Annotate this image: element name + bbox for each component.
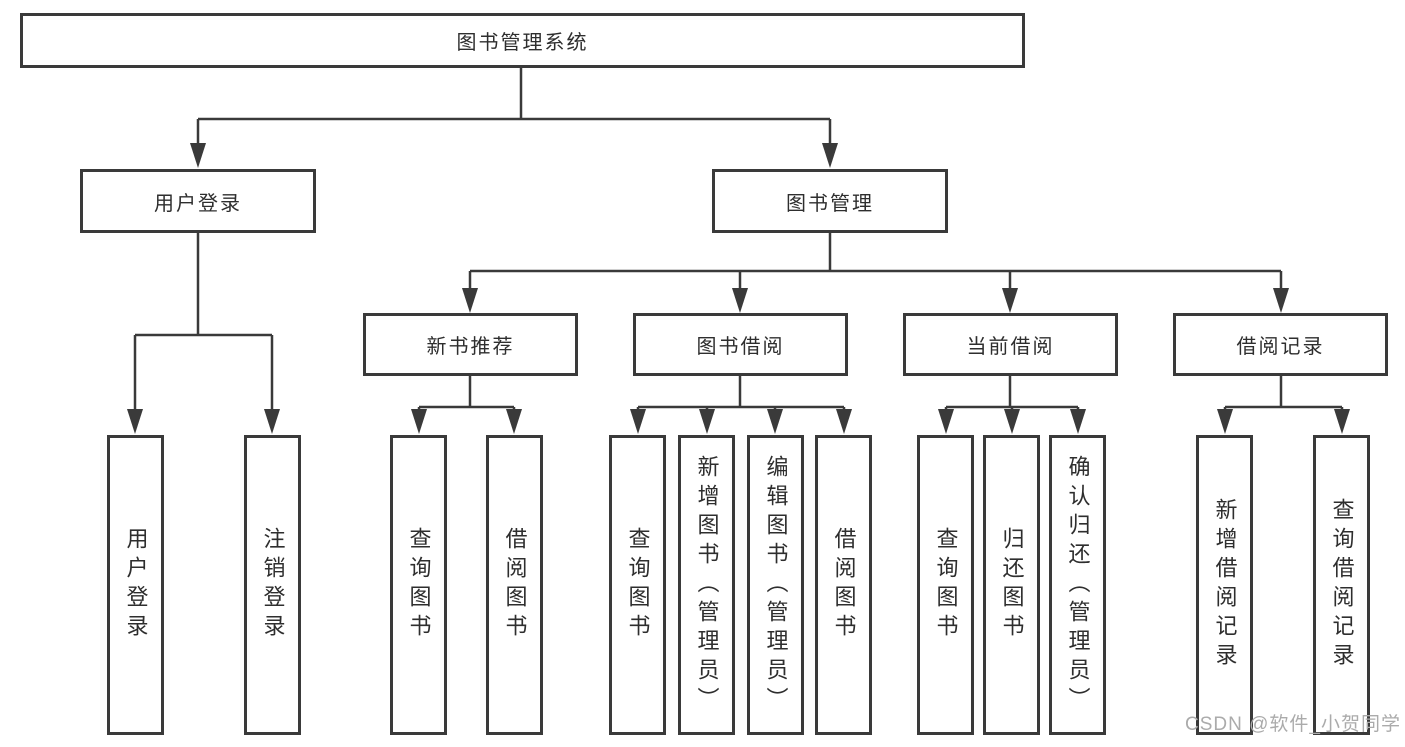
node-new-book-recommend: 新书推荐 xyxy=(363,313,578,376)
node-borrow-records: 借阅记录 xyxy=(1173,313,1388,376)
leaf-query-books-borrow: 查询图书 xyxy=(609,435,666,735)
leaf-label: 新增图书（管理员） xyxy=(694,454,720,716)
csdn-watermark: CSDN @软件_小贺同学 xyxy=(1185,714,1401,735)
node-label: 图书管理 xyxy=(786,192,874,215)
leaf-label: 用户登录 xyxy=(123,527,149,643)
leaf-borrow-books: 借阅图书 xyxy=(815,435,872,735)
leaf-user-login: 用户登录 xyxy=(107,435,164,735)
arrow-down-icon xyxy=(938,409,954,434)
arrow-down-icon xyxy=(506,409,522,434)
leaf-label: 查询图书 xyxy=(933,527,959,643)
leaf-label: 新增借阅记录 xyxy=(1212,498,1238,672)
leaf-query-books-recommend: 查询图书 xyxy=(390,435,447,735)
leaf-borrow-books-recommend: 借阅图书 xyxy=(486,435,543,735)
arrow-down-icon xyxy=(1002,288,1018,313)
leaf-label: 注销登录 xyxy=(260,527,286,643)
connector-paths xyxy=(133,68,1344,412)
leaf-confirm-return-admin: 确认归还（管理员） xyxy=(1049,435,1106,735)
leaf-logout: 注销登录 xyxy=(244,435,301,735)
arrow-down-icon xyxy=(1217,409,1233,434)
node-user-login: 用户登录 xyxy=(80,169,316,233)
node-label: 新书推荐 xyxy=(426,336,515,358)
leaf-label: 归还图书 xyxy=(999,527,1025,643)
arrow-down-icon xyxy=(822,143,838,168)
leaf-label: 编辑图书（管理员） xyxy=(763,454,789,716)
node-label: 借阅记录 xyxy=(1236,336,1325,358)
leaf-label: 借阅图书 xyxy=(831,527,857,643)
arrow-down-icon xyxy=(411,409,427,434)
arrow-down-icon xyxy=(1334,409,1350,434)
node-label: 用户登录 xyxy=(154,192,242,215)
leaf-edit-book-admin: 编辑图书（管理员） xyxy=(747,435,804,735)
arrow-down-icon xyxy=(462,288,478,313)
node-current-borrow: 当前借阅 xyxy=(903,313,1118,376)
node-book-management: 图书管理 xyxy=(712,169,948,233)
arrow-down-icon xyxy=(630,409,646,434)
leaf-label: 查询图书 xyxy=(406,527,432,643)
node-label: 当前借阅 xyxy=(966,336,1055,358)
arrow-down-icon xyxy=(1070,409,1086,434)
arrow-down-icon xyxy=(264,409,280,434)
node-label: 图书借阅 xyxy=(696,336,785,358)
arrow-down-icon xyxy=(836,409,852,434)
leaf-query-borrow-record: 查询借阅记录 xyxy=(1313,435,1370,735)
arrowheads xyxy=(127,143,1350,434)
arrow-down-icon xyxy=(732,288,748,313)
leaf-label: 查询图书 xyxy=(625,527,651,643)
arrow-down-icon xyxy=(190,143,206,168)
leaf-label: 查询借阅记录 xyxy=(1329,498,1355,672)
node-label: 图书管理系统 xyxy=(456,32,589,54)
leaf-return-book: 归还图书 xyxy=(983,435,1040,735)
arrow-down-icon xyxy=(1273,288,1289,313)
arrow-down-icon xyxy=(127,409,143,434)
leaf-label: 借阅图书 xyxy=(502,527,528,643)
node-book-management-system: 图书管理系统 xyxy=(20,13,1025,68)
arrow-down-icon xyxy=(1004,409,1020,434)
arrow-down-icon xyxy=(699,409,715,434)
leaf-label: 确认归还（管理员） xyxy=(1065,454,1091,716)
leaf-query-books-current: 查询图书 xyxy=(917,435,974,735)
leaf-add-book-admin: 新增图书（管理员） xyxy=(678,435,735,735)
leaf-add-borrow-record: 新增借阅记录 xyxy=(1196,435,1253,735)
node-book-borrow: 图书借阅 xyxy=(633,313,848,376)
arrow-down-icon xyxy=(767,409,783,434)
